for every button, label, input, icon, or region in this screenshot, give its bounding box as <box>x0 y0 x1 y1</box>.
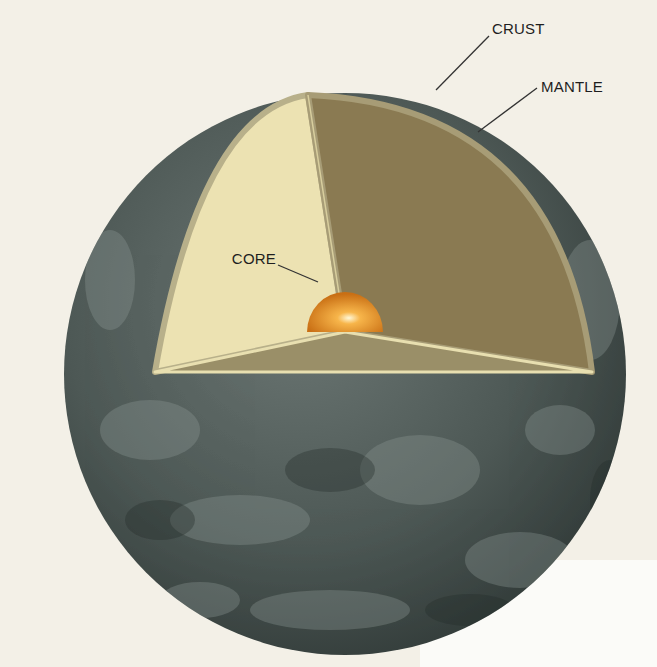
surface-dark-patches <box>125 448 630 626</box>
mantle-floor <box>155 332 592 372</box>
leader-line <box>278 265 318 282</box>
core-dome <box>307 292 383 332</box>
leader-line <box>436 36 489 90</box>
mantle-wall-right <box>308 95 592 372</box>
planet-sphere <box>64 93 626 655</box>
leader-line <box>478 88 537 132</box>
part-label: MANTLE <box>541 78 603 95</box>
part-label: CORE <box>232 250 276 267</box>
part-label: CRUST <box>492 20 545 37</box>
